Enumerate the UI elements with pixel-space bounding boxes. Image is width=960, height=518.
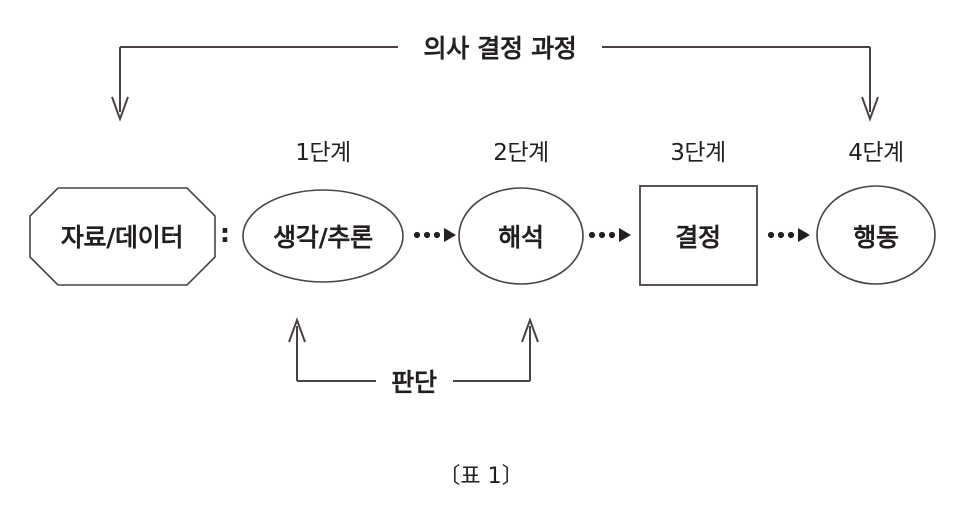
stage-1-shape	[242, 189, 404, 283]
stage-2-shape	[458, 187, 584, 285]
stage-2-label: 해석	[498, 223, 544, 252]
source-separator: :	[219, 219, 231, 249]
connector-interpretation-to-decision-icon	[588, 228, 631, 242]
source-node-label: 자료/데이터	[60, 223, 184, 252]
stage-4-label: 행동	[853, 223, 899, 252]
stage-1-label: 생각/추론	[273, 223, 373, 252]
arrowhead-down-right	[861, 96, 879, 122]
stage-4-shape	[816, 185, 936, 285]
connector-thinking-to-interpretation-icon	[413, 228, 456, 242]
stage-label-4: 4단계	[848, 140, 904, 166]
arrowhead-up-right	[521, 317, 539, 343]
figure-caption: 〔표 1〕	[438, 464, 524, 489]
diagram-title: 의사 결정 과정	[423, 34, 577, 63]
judgment-label: 판단	[391, 368, 437, 397]
connector-decision-to-action-icon	[767, 228, 810, 242]
process-bracket-top	[111, 46, 879, 122]
source-node-shape	[29, 187, 216, 286]
stage-label-3: 3단계	[670, 140, 726, 166]
arrowhead-down-left	[111, 96, 129, 122]
arrowhead-up-left	[288, 317, 306, 343]
stage-label-2: 2단계	[493, 140, 549, 166]
stage-label-1: 1단계	[295, 140, 351, 166]
stage-3-shape	[639, 185, 758, 286]
judgment-bracket-bottom	[288, 317, 539, 382]
stage-3-label: 결정	[675, 223, 721, 252]
